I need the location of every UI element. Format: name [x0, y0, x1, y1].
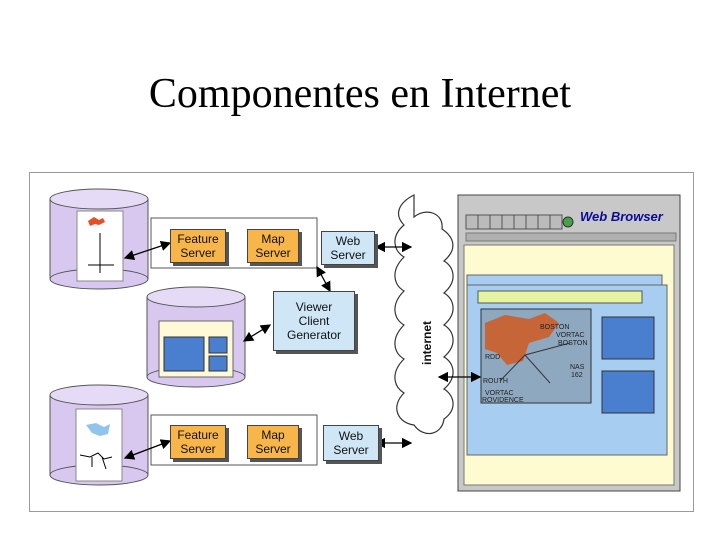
viewer-client-generator: Viewer Client Generator: [273, 291, 355, 351]
database-bottom: [49, 384, 149, 486]
feature-server-label: Feature: [177, 232, 219, 246]
map-server-top: Map Server: [247, 229, 299, 263]
viewer-label: Generator: [286, 328, 342, 342]
map-label: ROUTH: [483, 378, 508, 385]
map-label: NAS: [570, 364, 585, 371]
map-server-label: Map: [261, 232, 285, 246]
web-server-label: Server: [330, 248, 366, 262]
map-thumbnail-icon: [88, 217, 105, 226]
map-server-label: Server: [255, 246, 291, 260]
browser-title: Web Browser: [580, 209, 663, 224]
internet-label: internet: [420, 321, 434, 366]
database-middle: [146, 286, 246, 388]
slide-title: Componentes en Internet: [148, 71, 572, 117]
map-label: BOSTON: [540, 324, 569, 331]
viewer-label: Viewer: [295, 300, 333, 314]
browser-address-bar: [477, 290, 643, 304]
diagram-shapes: BOSTON VORTAC BOSTON ROUTH NAS 162 VORTA…: [49, 188, 681, 492]
map-label: ROVIDENCE: [482, 397, 524, 404]
map-label: 162: [571, 372, 583, 379]
map-server-label: Server: [255, 442, 291, 456]
map-label: BOSTON: [558, 340, 587, 347]
web-server-top: Web Server: [321, 231, 375, 265]
feature-server-label: Server: [180, 246, 216, 260]
map-thumbnail-icon: [86, 423, 110, 436]
map-label: VORTAC: [556, 332, 585, 339]
map-server-bottom: Map Server: [247, 425, 299, 459]
web-server-label: Web: [335, 234, 361, 248]
feature-server-top: Feature Server: [170, 229, 226, 263]
feature-server-bottom: Feature Server: [170, 425, 226, 459]
database-top: [49, 188, 149, 290]
viewer-label: Client: [298, 314, 330, 328]
web-server-label: Web: [338, 429, 364, 443]
web-server-label: Server: [333, 443, 369, 457]
map-server-label: Map: [261, 428, 285, 442]
map-label: VORTAC: [485, 390, 514, 397]
diagram-frame: BOSTON VORTAC BOSTON ROUTH NAS 162 VORTA…: [29, 172, 694, 512]
browser-window: [457, 194, 681, 492]
web-server-bottom: Web Server: [323, 425, 379, 461]
map-label: RDD: [485, 354, 500, 361]
feature-server-label: Feature: [177, 428, 219, 442]
feature-server-label: Server: [180, 442, 216, 456]
